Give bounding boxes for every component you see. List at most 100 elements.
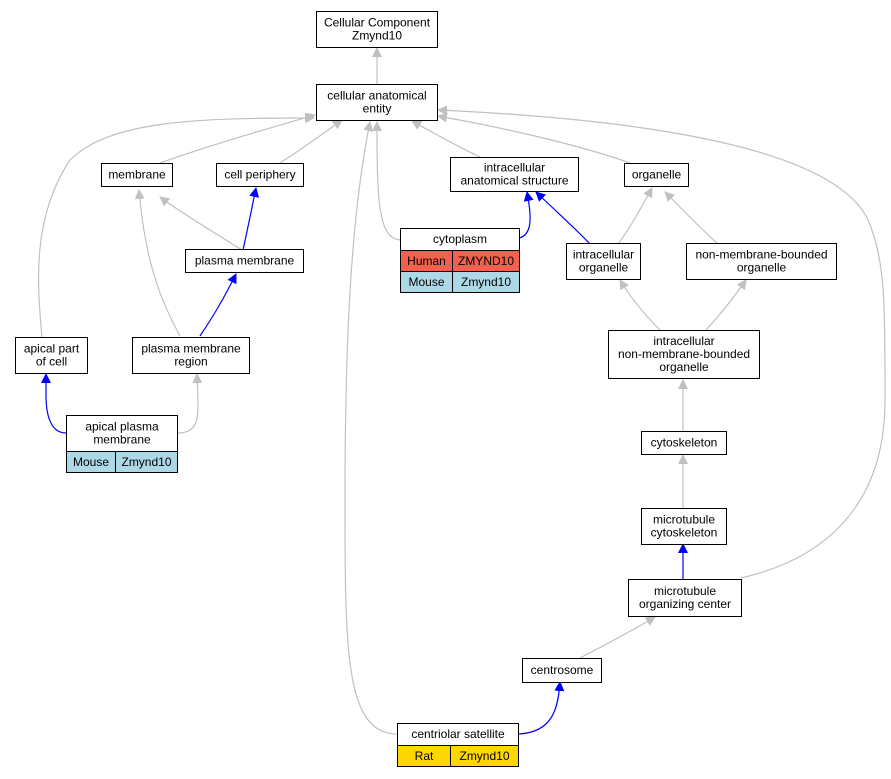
node-label-line: Cellular Component [324,16,431,30]
gene-label: Zmynd10 [121,455,171,469]
node-label-line: cellular anatomical [327,89,426,103]
node-plasma-membrane[interactable]: plasma membrane [185,249,304,273]
edge-mtoc-cae [437,105,886,579]
node-organelle[interactable]: organelle [624,163,689,187]
node-label-line: entity [363,102,392,116]
node-label-line: organelle [659,360,709,374]
node-label-line: region [174,355,207,369]
node-label-line: centriolar satellite [411,727,505,741]
gene-cell [450,745,519,767]
node-box [686,243,837,280]
node-box [450,157,579,192]
node-label-line: centrosome [531,663,594,677]
edge-cs-cae [344,121,398,735]
node-label-line: cytoskeleton [651,526,718,540]
node-label-line: organelle [579,261,629,275]
node-label-line: non-membrane-bounded [695,248,827,262]
node-box [132,337,250,374]
edge-apc-cae [37,113,315,339]
node-label-line: membrane [93,433,151,447]
node-label-line: intracellular [484,161,545,175]
node-label-line: microtubule [653,513,715,527]
edge-cs-centrosome [518,681,565,735]
node-membrane[interactable]: membrane [101,163,173,187]
edge-membrane-cae [159,112,316,164]
node-label-line: membrane [108,168,166,182]
edge-cytoplasm-ias [518,191,534,239]
node-box [216,163,304,187]
node-box [316,11,438,48]
node-box [15,337,88,374]
species-label: Mouse [408,275,444,289]
species-label: Mouse [73,455,109,469]
node-box [624,163,689,187]
node-label-line: non-membrane-bounded [618,347,750,361]
edge-pmr-pm [199,273,237,337]
node-cell-periphery[interactable]: cell periphery [216,163,304,187]
node-box [316,84,438,121]
node-label-line: of cell [36,355,67,369]
node-label-line: cell periphery [224,168,295,182]
node-label-line: Zmynd10 [352,29,402,43]
edge-apm-pmr [177,373,203,434]
gene-cell [115,451,178,473]
node-box [641,431,727,455]
edge-ias-cae [411,120,481,158]
node-box [522,658,602,683]
node-label-line: apical plasma [85,420,159,434]
edge-periphery-cae [279,119,343,164]
species-label: Rat [415,749,434,763]
node-label-line: organelle [632,168,682,182]
node-box [566,243,641,280]
node-cytoskeleton[interactable]: cytoskeleton [641,431,727,455]
node-centrosome[interactable]: centrosome [522,658,602,683]
gene-label: ZMYND10 [458,254,514,268]
edge-cytoplasm-cae [372,121,401,241]
node-box [66,415,178,452]
node-label-line: plasma membrane [195,254,295,268]
node-label-line: plasma membrane [141,342,241,356]
node-box [628,579,742,617]
node-intracellular-non-membrane-bounded-organelle[interactable]: intracellularnon-membrane-boundedorganel… [608,330,760,379]
edge-pm-membrane [159,196,243,251]
edges [37,47,886,735]
node-label-line: apical part [24,342,80,356]
gene-cell [452,271,520,293]
node-label-line: intracellular [573,248,634,262]
edge-io-organelle [617,187,653,245]
node-label-line: intracellular [653,334,714,348]
edge-apm-apc [41,373,67,434]
edge-nmbo-organelle [664,191,719,245]
node-label-line: anatomical structure [460,174,568,188]
node-label-line: microtubule [654,584,716,598]
node-label-line: cytoplasm [433,232,487,246]
node-label-line: organelle [737,261,787,275]
node-box [608,330,760,379]
edge-io-ias [535,191,591,245]
edge-pmr-membrane [134,189,181,337]
edge-inmbo-nmbo [705,279,747,331]
node-label-line: cytoskeleton [651,436,718,450]
species-label: Human [407,254,446,268]
edge-pm-periphery [242,187,260,251]
edge-centrosome-mtoc [579,616,656,659]
edge-inmbo-io [619,279,661,331]
node-box [641,508,727,545]
edge-organelle-cae [437,112,631,164]
gene-label: Zmynd10 [459,749,509,763]
node-box [185,249,304,273]
